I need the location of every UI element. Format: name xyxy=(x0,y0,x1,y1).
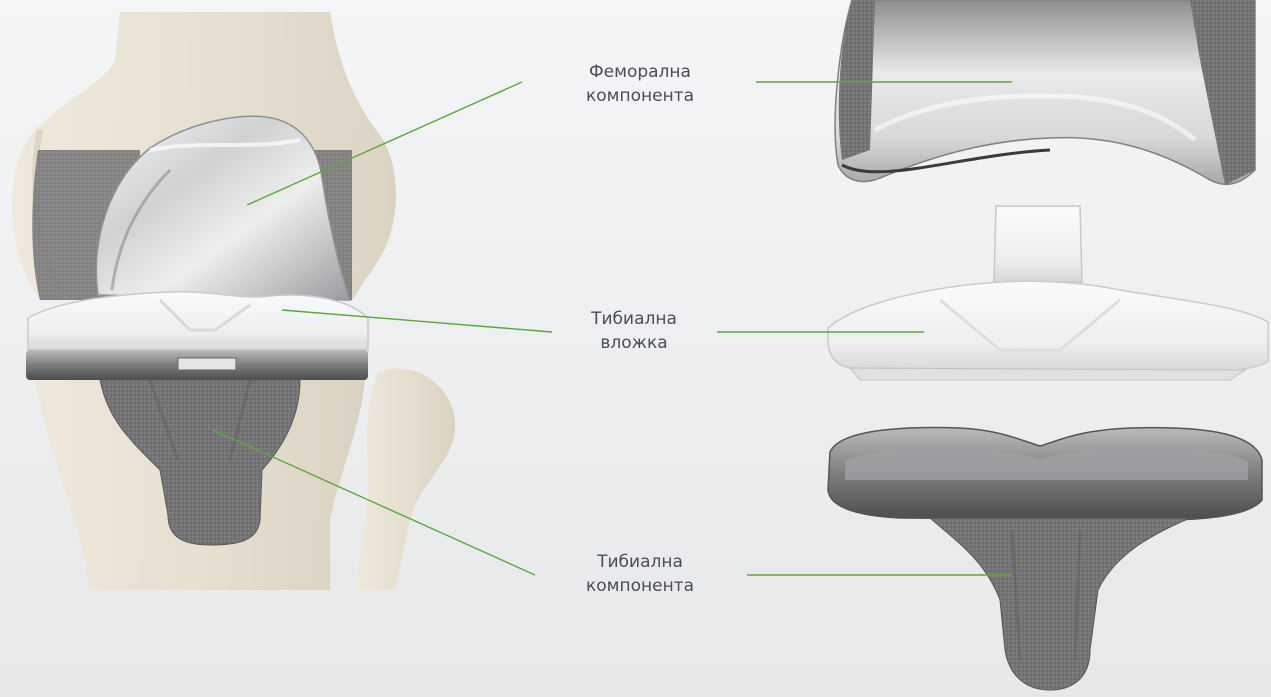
label-femoral-line1: Феморална xyxy=(550,60,730,84)
tibial-insert xyxy=(28,292,368,350)
label-femoral-line2: компонента xyxy=(550,84,730,108)
fibula-bone xyxy=(355,369,455,590)
label-tibial-insert: Тибиална вложка xyxy=(544,307,724,355)
label-tibial-line1: Тибиална xyxy=(550,550,730,574)
tibial-component-exploded xyxy=(828,428,1262,690)
assembled-knee xyxy=(12,12,455,590)
label-femoral-component: Феморална компонента xyxy=(550,60,730,108)
femoral-component-exploded xyxy=(835,0,1255,185)
label-tibial-line2: компонента xyxy=(550,574,730,598)
tibial-insert-exploded xyxy=(828,206,1268,380)
label-insert-line1: Тибиална xyxy=(544,307,724,331)
label-tibial-component: Тибиална компонента xyxy=(550,550,730,598)
label-insert-line2: вложка xyxy=(544,331,724,355)
